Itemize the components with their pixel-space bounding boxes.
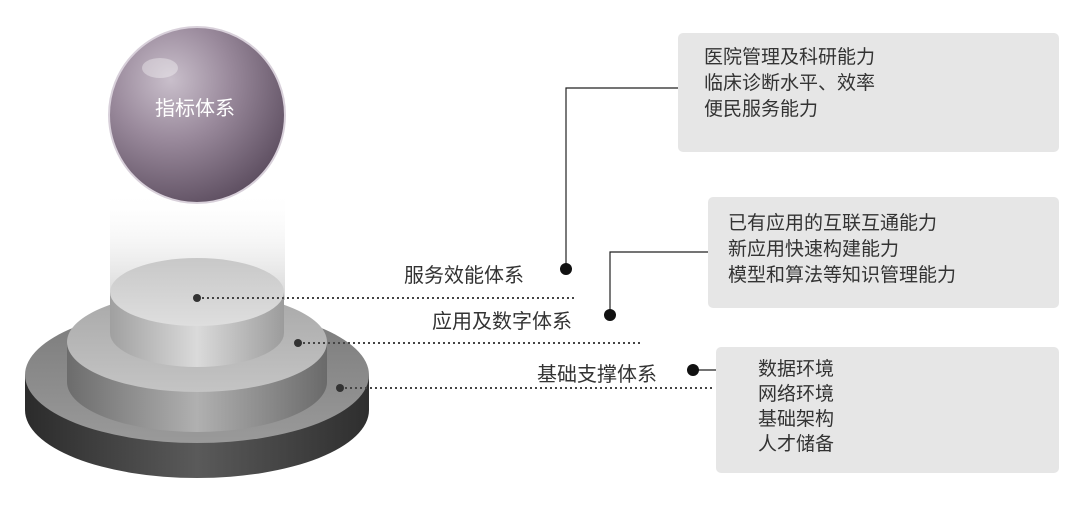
info-box-foundation: 数据环境 网络环境 基础架构 人才储备 [716,347,1059,473]
list-item: 模型和算法等知识管理能力 [728,264,957,286]
list-item: 临床诊断水平、效率 [704,72,876,94]
leader-dot-tier-3 [687,364,699,376]
tier-label-foundation: 基础支撑体系 [537,362,657,386]
list-item: 便民服务能力 [704,98,819,120]
tier-label-application: 应用及数字体系 [432,309,572,333]
leader-line-tier-2 [609,251,708,315]
info-box-service: 医院管理及科研能力 临床诊断水平、效率 便民服务能力 [678,33,1059,152]
sphere [108,26,286,204]
list-item: 基础架构 [758,408,835,430]
list-item: 人才储备 [758,433,835,455]
leader-dot-tier-1 [560,263,572,275]
tier-top-disk [110,258,284,367]
anchor-dot-tier-3 [336,384,344,392]
list-item: 已有应用的互联互通能力 [728,212,938,234]
list-item: 新应用快速构建能力 [728,238,900,260]
list-item: 医院管理及科研能力 [704,46,876,68]
tier-label-service: 服务效能体系 [404,263,524,287]
list-item: 网络环境 [758,383,835,405]
sphere-label: 指标体系 [155,96,235,120]
leader-dot-tier-2 [604,309,616,321]
anchor-dot-tier-1 [193,294,201,302]
anchor-dot-tier-2 [294,339,302,347]
list-item: 数据环境 [758,358,835,380]
info-box-application: 已有应用的互联互通能力 新应用快速构建能力 模型和算法等知识管理能力 [708,197,1059,308]
leader-line-tier-1 [565,87,678,269]
